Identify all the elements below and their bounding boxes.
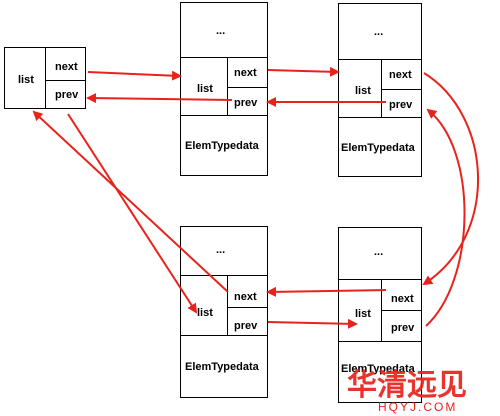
watermark-logo: 华清远见 xyxy=(347,368,467,403)
node-ellipsis: ... xyxy=(374,26,384,38)
node-divider xyxy=(339,117,421,118)
node-divider xyxy=(181,57,267,58)
arrow-node1-next-to-node2 xyxy=(267,66,340,77)
arrow-node3-prev-to-node4 xyxy=(267,318,358,329)
node-divider xyxy=(227,307,267,308)
node-data-label: ElemTypedata xyxy=(185,361,259,373)
node-top-right: ... list next prev ElemTypedata xyxy=(338,3,422,177)
node-divider xyxy=(181,335,267,336)
node-data-label: ElemTypedata xyxy=(341,363,415,375)
arrow-node4-next-to-node3 xyxy=(266,286,387,297)
node-next-label: next xyxy=(389,69,412,81)
node-bottom-right: ... list next prev ElemTypedata xyxy=(338,227,422,403)
node-divider xyxy=(339,279,421,280)
node-data-label: ElemTypedata xyxy=(185,140,259,152)
arrow-node3-next-to-head xyxy=(32,110,229,293)
node-divider xyxy=(227,87,267,88)
node-list-label: list xyxy=(355,308,371,320)
arrow-node2-next-to-node4 xyxy=(422,72,479,286)
node-divider xyxy=(227,57,228,115)
node-data-label: ElemTypedata xyxy=(341,142,415,154)
node-prev-label: prev xyxy=(391,322,415,334)
node-ellipsis: ... xyxy=(216,244,226,256)
node-prev-label: prev xyxy=(234,320,258,332)
arrow-node1-prev-to-head xyxy=(86,93,233,104)
node-divider xyxy=(339,341,421,342)
watermark-url: HQYJ.COM xyxy=(378,400,458,414)
list-head-list-label: list xyxy=(18,74,34,86)
arrow-head-next-to-node1 xyxy=(87,70,182,81)
arrow-node4-prev-to-node2 xyxy=(425,108,466,327)
node-prev-label: prev xyxy=(234,97,258,109)
list-head-block: list next prev xyxy=(4,47,86,109)
node-divider xyxy=(381,89,421,90)
node-prev-label: prev xyxy=(389,99,413,111)
node-next-label: next xyxy=(234,67,257,79)
node-next-label: next xyxy=(234,291,257,303)
list-head-prev-label: prev xyxy=(55,89,79,101)
list-head-divider-horizontal xyxy=(45,80,85,81)
node-next-label: next xyxy=(391,293,414,305)
node-divider xyxy=(381,59,382,117)
node-divider xyxy=(339,59,421,60)
list-head-divider-vertical xyxy=(45,48,46,108)
node-list-label: list xyxy=(197,83,213,95)
node-divider xyxy=(227,275,228,335)
node-list-label: list xyxy=(355,85,371,97)
node-ellipsis: ... xyxy=(216,25,226,37)
node-ellipsis: ... xyxy=(374,246,384,258)
node-divider xyxy=(381,310,421,311)
arrow-head-prev-to-node3 xyxy=(67,113,198,314)
node-bottom-left: ... list next prev ElemTypedata xyxy=(180,226,268,398)
node-top-left: ... list next prev ElemTypedata xyxy=(180,2,268,176)
node-list-label: list xyxy=(197,307,213,319)
list-head-next-label: next xyxy=(55,61,78,73)
node-divider xyxy=(181,115,267,116)
node-divider xyxy=(181,275,267,276)
